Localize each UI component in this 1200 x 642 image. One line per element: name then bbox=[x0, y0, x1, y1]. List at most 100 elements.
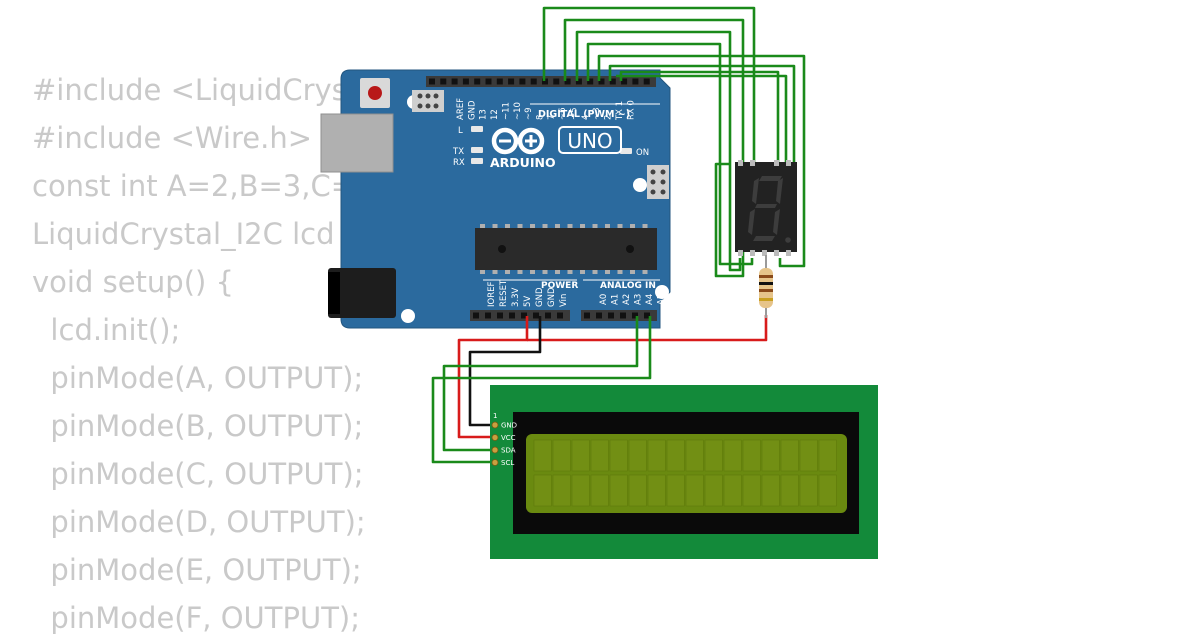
header-hole bbox=[451, 78, 458, 85]
led-tx-label: TX bbox=[452, 147, 464, 157]
lcd-cell bbox=[780, 474, 799, 507]
header-hole bbox=[440, 78, 447, 85]
lcd-pin bbox=[491, 459, 499, 466]
header-hole bbox=[575, 78, 582, 85]
segment-pins-top bbox=[738, 160, 791, 166]
power-header-label: POWER bbox=[541, 281, 578, 291]
resistor-band bbox=[759, 298, 773, 301]
lcd-cell bbox=[685, 439, 704, 472]
wire-scl bbox=[431, 316, 652, 464]
uno-text: UNO bbox=[567, 129, 612, 153]
lcd-cell bbox=[571, 474, 590, 507]
lcd-cell bbox=[628, 439, 647, 472]
lcd-cell bbox=[780, 439, 799, 472]
lcd-cell bbox=[590, 439, 609, 472]
analog-header bbox=[581, 310, 657, 321]
header-hole bbox=[643, 78, 650, 85]
status-leds: L TX RX ON bbox=[452, 126, 649, 168]
resistor-band bbox=[759, 282, 773, 285]
lcd-cell bbox=[761, 474, 780, 507]
microcontroller-chip bbox=[475, 224, 657, 274]
lcd-cell bbox=[704, 474, 723, 507]
header-hole bbox=[429, 78, 435, 85]
pin-label: A2 bbox=[622, 294, 632, 305]
lcd-pin-label: SDA bbox=[501, 447, 516, 455]
arduino-brand: ARDUINO bbox=[490, 155, 556, 170]
pin-label: ~3 bbox=[592, 107, 602, 120]
header-hole bbox=[553, 78, 560, 85]
wire-resistor-5v bbox=[527, 315, 768, 342]
wire-5v bbox=[457, 316, 529, 439]
segment-digit bbox=[748, 176, 791, 243]
icsp-header-right bbox=[647, 165, 669, 199]
lcd-cell bbox=[666, 474, 685, 507]
header-hole bbox=[473, 312, 479, 319]
pin-label: A3 bbox=[634, 294, 644, 305]
header-hole bbox=[564, 78, 571, 85]
lcd-pin-label: SCL bbox=[501, 459, 514, 467]
power-header bbox=[470, 310, 570, 321]
led-on-label: ON bbox=[636, 148, 649, 158]
lcd-cell bbox=[552, 474, 571, 507]
seven-segment-display[interactable] bbox=[735, 160, 797, 256]
pin-label: ~11 bbox=[501, 102, 511, 120]
pin-label: A1 bbox=[611, 294, 621, 305]
infinity-logo-icon bbox=[491, 127, 545, 155]
code-line: const int A=2,B=3,C= bbox=[32, 169, 356, 203]
header-hole bbox=[587, 78, 594, 85]
code-line: LiquidCrystal_I2C lcd bbox=[32, 217, 335, 251]
lcd-pin bbox=[491, 421, 499, 429]
code-line: pinMode(B, OUTPUT); bbox=[32, 409, 364, 443]
segment-pins-bottom bbox=[738, 250, 791, 256]
led-on bbox=[620, 148, 632, 154]
lcd-pin bbox=[491, 434, 499, 441]
reset-button[interactable] bbox=[368, 86, 382, 100]
pin-label: 13 bbox=[479, 109, 489, 120]
header-hole bbox=[496, 78, 503, 85]
code-line: pinMode(D, OUTPUT); bbox=[32, 505, 366, 539]
usb-connector bbox=[320, 113, 394, 173]
wire-pin8-seg bbox=[542, 6, 756, 164]
uno-badge bbox=[558, 126, 622, 154]
dc-power-jack bbox=[328, 268, 396, 318]
code-line: pinMode(C, OUTPUT); bbox=[32, 457, 364, 491]
icsp-header bbox=[412, 90, 444, 112]
power-header-holes bbox=[473, 312, 563, 319]
pin-label: GND bbox=[535, 287, 545, 307]
lcd-cell bbox=[742, 439, 761, 472]
header-hole bbox=[474, 78, 481, 85]
header-hole bbox=[542, 78, 548, 85]
header-hole bbox=[497, 312, 503, 319]
pin-label: 8 bbox=[535, 115, 545, 120]
header-hole bbox=[609, 78, 616, 85]
header-hole bbox=[462, 78, 469, 85]
header-hole bbox=[485, 78, 492, 85]
pin-label: ~6 bbox=[558, 107, 568, 120]
lcd-cell bbox=[818, 474, 837, 507]
code-line: void setup() { bbox=[32, 265, 234, 299]
header-hole bbox=[608, 312, 614, 319]
code-line: pinMode(A, OUTPUT); bbox=[32, 361, 364, 395]
lcd-cell bbox=[799, 439, 818, 472]
mounting-hole bbox=[401, 309, 415, 323]
resistor-band bbox=[759, 275, 773, 278]
resistor[interactable] bbox=[759, 255, 773, 318]
lcd-cell bbox=[723, 439, 742, 472]
pin-label: GND bbox=[467, 100, 477, 120]
header-hole bbox=[485, 312, 491, 319]
header-hole bbox=[533, 312, 539, 319]
header-hole bbox=[584, 312, 590, 319]
wire-pin1-seg bbox=[616, 74, 788, 164]
pin-label: Vin bbox=[559, 294, 569, 307]
pin-label: A4 bbox=[645, 294, 655, 305]
led-l bbox=[471, 126, 483, 132]
wire-pin3-seg bbox=[608, 64, 796, 164]
wire-sda bbox=[442, 316, 639, 452]
pin-label: GND bbox=[547, 287, 557, 307]
lcd-cell bbox=[552, 439, 571, 472]
